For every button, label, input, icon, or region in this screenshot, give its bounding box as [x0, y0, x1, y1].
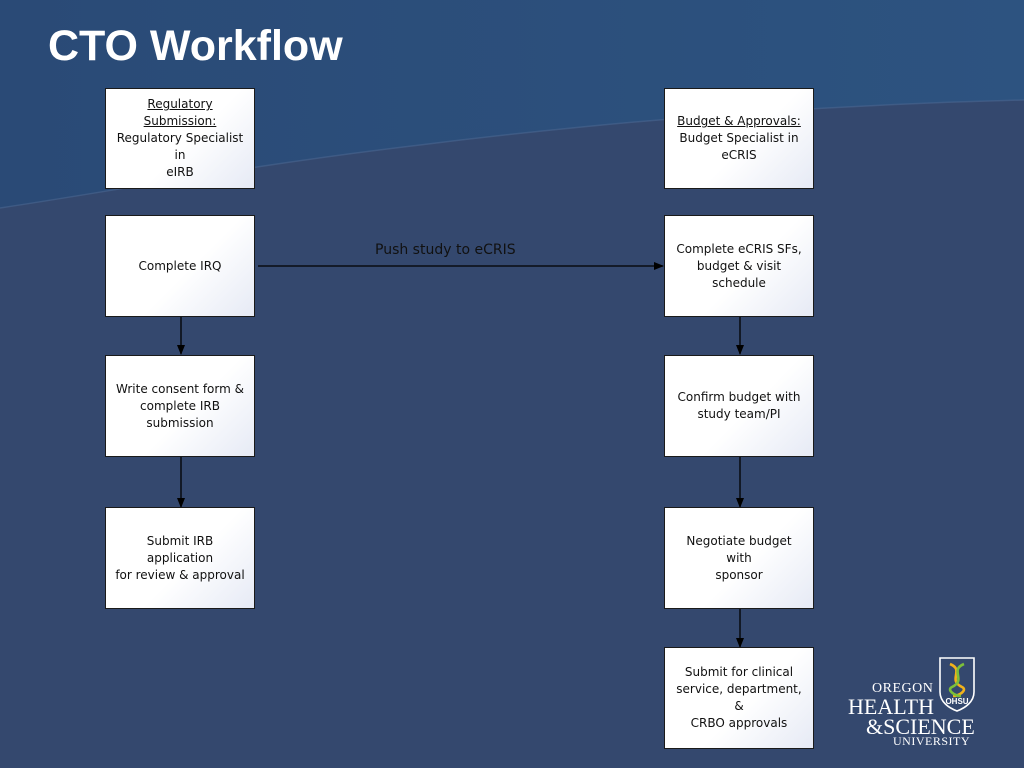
step-text: Complete eCRIS SFs, — [676, 241, 802, 256]
ohsu-logo: OHSU OREGON HEALTH &SCIENCE UNIVERSITY — [846, 656, 980, 750]
step-text: study team/PI — [697, 407, 781, 421]
regulatory-header-line: Regulatory Specialist in — [116, 131, 244, 162]
connector-label: Push study to eCRIS — [375, 242, 516, 258]
budget-header-title: Budget & Approvals: — [677, 114, 801, 128]
step-submit-irb-application: Submit IRB application for review & appr… — [105, 507, 255, 609]
regulatory-header-title: Regulatory Submission: — [143, 97, 217, 128]
step-write-consent-form: Write consent form & complete IRB submis… — [105, 355, 255, 457]
step-text: complete IRB — [140, 398, 220, 413]
logo-text-science: &SCIENCE — [866, 714, 975, 739]
logo-badge-text: OHSU — [945, 697, 968, 706]
step-text: Submit for clinical — [684, 665, 794, 679]
logo-text-health: HEALTH — [848, 694, 934, 719]
regulatory-header-line: eIRB — [166, 165, 194, 179]
step-text: service, department, & — [676, 682, 802, 713]
step-text: CRBO approvals — [690, 716, 788, 730]
step-text: for review & approval — [115, 567, 245, 582]
step-complete-irq: Complete IRQ — [105, 215, 255, 317]
budget-header-line: eCRIS — [721, 148, 757, 162]
step-negotiate-budget: Negotiate budget with sponsor — [664, 507, 814, 609]
step-confirm-budget: Confirm budget with study team/PI — [664, 355, 814, 457]
budget-header-line: Budget Specialist in — [679, 131, 799, 145]
step-text: Complete IRQ — [138, 258, 222, 273]
step-text: Confirm budget with — [677, 390, 801, 404]
slide-title: CTO Workflow — [48, 22, 343, 70]
logo-text-university: UNIVERSITY — [893, 734, 970, 748]
step-text: budget & visit schedule — [696, 258, 782, 290]
step-complete-ecris: Complete eCRIS SFs, budget & visit sched… — [664, 215, 814, 317]
step-text: Negotiate budget with — [686, 533, 792, 565]
budget-header-box: Budget & Approvals: Budget Specialist in… — [664, 88, 814, 189]
step-text: Write consent form & — [116, 381, 244, 396]
step-text: Submit IRB application — [146, 533, 214, 565]
ohsu-crest-icon: OHSU — [939, 657, 975, 712]
step-submit-approvals: Submit for clinical service, department,… — [664, 647, 814, 749]
logo-text-oregon: OREGON — [872, 681, 934, 696]
regulatory-header-box: Regulatory Submission: Regulatory Specia… — [105, 88, 255, 189]
step-text: submission — [146, 415, 214, 430]
step-text: sponsor — [715, 567, 763, 582]
